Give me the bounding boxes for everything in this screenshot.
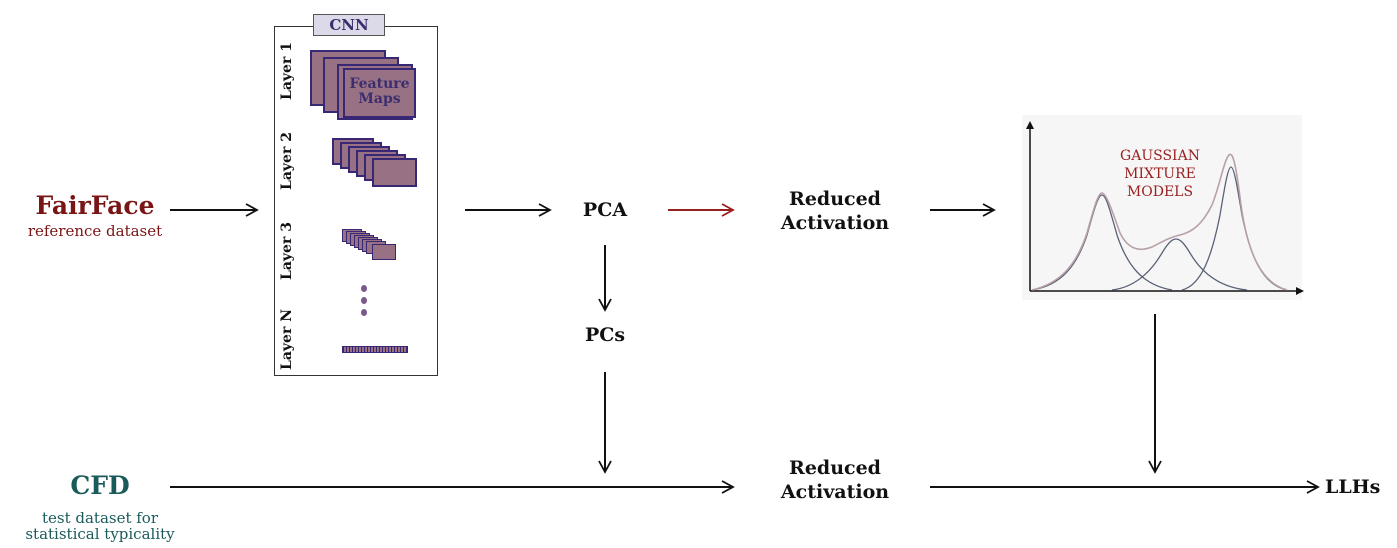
gmm-component-curve	[1031, 194, 1173, 291]
layer3-feature-map	[372, 244, 396, 260]
cfd-title: CFD	[70, 471, 130, 500]
gmm-x-axis-arrowhead	[1296, 287, 1304, 295]
ellipsis-dot	[361, 297, 367, 304]
layer-2-label: Layer 2	[279, 132, 295, 190]
fairface-title: FairFace	[35, 191, 155, 220]
reduced-top-line1: Reduced	[789, 188, 881, 210]
ellipsis-dot	[361, 309, 367, 316]
reduced-bottom-line2: Activation	[780, 480, 890, 503]
cfd-subtitle-line2: statistical typicality	[25, 525, 175, 543]
feature-maps-label: Feature Maps	[343, 77, 416, 106]
reduced-top-line2: Activation	[780, 211, 890, 234]
reduced-bottom-line1: Reduced	[789, 457, 881, 479]
gmm-mixture-curve	[1031, 153, 1288, 291]
layer1-feature-map-front	[343, 68, 416, 118]
cfd-subtitle-line1: test dataset for	[41, 508, 159, 527]
reduced-activation-bottom: Reduced Activation	[755, 457, 915, 505]
layer2-feature-map	[372, 158, 417, 187]
reduced-activation-top: Reduced Activation	[755, 188, 915, 236]
fairface-subtitle: reference dataset	[27, 221, 163, 240]
ellipsis-dot	[361, 285, 367, 292]
layer-n-label: Layer N	[279, 308, 295, 370]
feature-maps-line2: Maps	[358, 90, 401, 107]
layer-3-label: Layer 3	[279, 222, 295, 280]
pcs-node: PCs	[584, 324, 626, 346]
gmm-title-line3: MODELS	[1127, 184, 1193, 200]
gmm-title-line1: GAUSSIAN	[1120, 148, 1200, 164]
layer-1-label: Layer 1	[279, 42, 295, 100]
cnn-title: CNN	[313, 14, 385, 36]
fairface-label: FairFace reference dataset	[20, 192, 170, 240]
feature-maps-line1: Feature	[349, 76, 410, 92]
gmm-component-curve	[1111, 238, 1248, 291]
gmm-y-axis-arrowhead	[1026, 121, 1034, 129]
gmm-plot: GAUSSIAN MIXTURE MODELS	[1026, 121, 1304, 295]
pca-node: PCA	[582, 199, 628, 221]
llhs-node: LLHs	[1325, 476, 1381, 498]
gmm-title-line2: MIXTURE	[1124, 166, 1196, 182]
cfd-label: CFD test dataset for statistical typical…	[5, 472, 195, 543]
gmm-component-curve	[1181, 166, 1288, 291]
layer-n-vector	[342, 346, 408, 353]
